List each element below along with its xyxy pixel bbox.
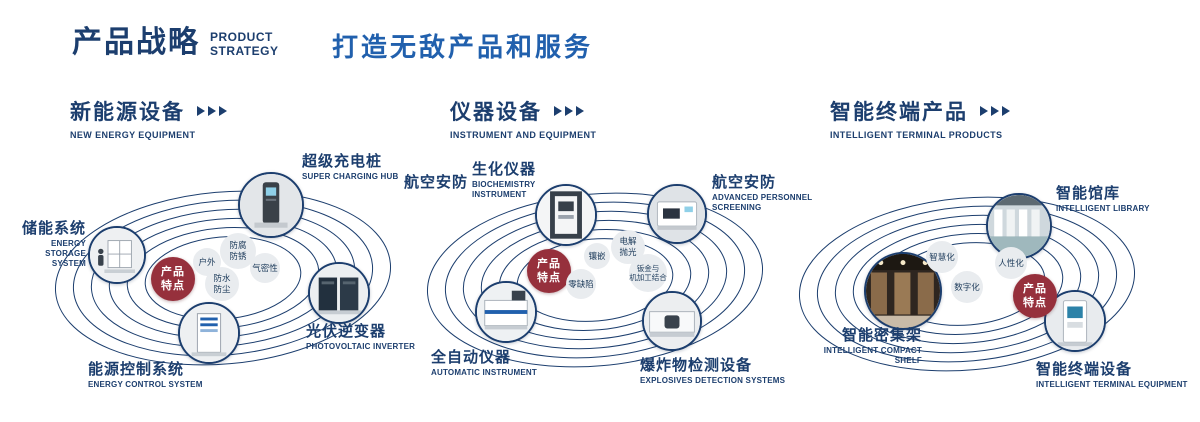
product-name-en: INTELLIGENT COMPACT: [823, 345, 922, 355]
tagline: 打造无敌产品和服务: [332, 32, 594, 62]
explosives-detection-photo: [644, 293, 700, 349]
product-name-en: ENERGY CONTROL SYSTEM: [88, 379, 203, 389]
product-features-badge: 产品 特点: [151, 257, 195, 301]
product-label-explosives-detection: 爆炸物检测设备 EXPLOSIVES DETECTION SYSTEMS: [640, 356, 785, 386]
product-name: 爆炸物检测设备: [640, 357, 753, 374]
product-name: 光伏逆变器: [306, 323, 387, 340]
intelligent-library-photo: [988, 195, 1050, 257]
page-subtitle: PRODUCT STRATEGY: [210, 30, 279, 59]
section-title: 仪器设备: [450, 101, 542, 124]
feature-bubble-zero-defect: 零缺陷: [566, 269, 596, 299]
product-name: 智能终端设备: [1036, 361, 1133, 378]
page-subtitle-line2: STRATEGY: [210, 43, 279, 58]
section-title: 智能终端产品: [830, 101, 968, 124]
product-name: 航空安防: [712, 174, 777, 191]
automatic-instrument-photo: [477, 283, 535, 341]
product-label-energy-control-system: 能源控制系统 ENERGY CONTROL SYSTEM: [88, 360, 203, 390]
product-label-intelligent-compact-shelf: 智能密集架 INTELLIGENT COMPACT SHELF: [820, 326, 922, 366]
biochemistry-instrument-circle: [535, 184, 597, 246]
product-name-en: PHOTOVOLTAIC INVERTER: [306, 341, 416, 351]
feature-bubble-intelligent: 智慧化: [926, 241, 958, 273]
energy-control-system-photo: [180, 304, 238, 362]
section-subtitle: INTELLIGENT TERMINAL PRODUCTS: [830, 130, 1003, 140]
product-name: 全自动仪器: [431, 349, 512, 366]
photovoltaic-inverter-photo: [310, 264, 368, 322]
page-title: 产品战略: [72, 26, 200, 59]
product-features-badge: 产品 特点: [527, 249, 571, 293]
super-charging-hub-photo: [240, 174, 302, 236]
product-name: 航空安防: [404, 174, 469, 191]
product-name-en: INSTRUMENT: [472, 189, 527, 199]
product-name-en: SUPER CHARGING HUB: [302, 171, 399, 181]
section-subtitle: NEW ENERGY EQUIPMENT: [70, 130, 196, 140]
automatic-instrument-circle: [475, 281, 537, 343]
product-name: 智能馆库: [1056, 185, 1121, 202]
intelligent-compact-shelf-photo: [866, 254, 940, 328]
energy-control-system-circle: [178, 302, 240, 364]
product-name-en: INTELLIGENT LIBRARY: [1056, 203, 1150, 213]
energy-storage-photo: [90, 228, 144, 282]
super-charging-hub-circle: [238, 172, 304, 238]
section-head-new-energy: 新能源设备 NEW ENERGY EQUIPMENT: [70, 96, 227, 140]
product-name: 能源控制系统: [88, 361, 185, 378]
product-name-en: SCREENING: [712, 202, 762, 212]
product-name-en: AUTOMATIC INSTRUMENT: [431, 367, 537, 377]
product-name-en: SYSTEM: [51, 259, 86, 269]
feature-bubble-sheetmetal-machining: 钣金与 机加工结合: [629, 254, 667, 292]
photovoltaic-inverter-circle: [308, 262, 370, 324]
triple-arrow-icon: [197, 106, 227, 116]
personnel-screening-circle: [647, 184, 707, 244]
triple-arrow-icon: [554, 106, 584, 116]
feature-bubble-waterproof: 防水 防尘: [205, 267, 239, 301]
product-name-en: ADVANCED PERSONNEL: [712, 192, 813, 202]
product-name-en: SHELF: [894, 355, 922, 365]
explosives-detection-circle: [642, 291, 702, 351]
product-label-intelligent-library: 智能馆库 INTELLIGENT LIBRARY: [1056, 184, 1150, 214]
biochemistry-instrument-photo: [537, 186, 595, 244]
personnel-screening-photo: [649, 186, 705, 242]
energy-storage-circle: [88, 226, 146, 284]
product-name: 超级充电桩: [302, 153, 383, 170]
product-label-biochemistry-instrument: 生化仪器 BIOCHEMISTRY INSTRUMENT: [472, 160, 536, 200]
feature-bubble-humanized: 人性化: [995, 247, 1027, 279]
product-label-automatic-instrument: 全自动仪器 AUTOMATIC INSTRUMENT: [431, 348, 537, 378]
page-subtitle-line1: PRODUCT: [210, 30, 273, 44]
product-label-super-charging-hub: 超级充电桩 SUPER CHARGING HUB: [302, 152, 399, 182]
feature-bubble-digital: 数字化: [951, 271, 983, 303]
product-name: 储能系统: [21, 220, 86, 237]
product-label-photovoltaic-inverter: 光伏逆变器 PHOTOVOLTAIC INVERTER: [306, 322, 415, 352]
section-subtitle: INSTRUMENT AND EQUIPMENT: [450, 130, 597, 140]
section-title: 新能源设备: [70, 101, 185, 124]
product-name: 智能密集架: [841, 327, 922, 344]
feature-bubble-inlay: 镶嵌: [584, 243, 610, 269]
product-label-intelligent-terminal: 智能终端设备 INTELLIGENT TERMINAL EQUIPMENT: [1036, 360, 1188, 390]
section-head-instrument: 仪器设备 INSTRUMENT AND EQUIPMENT: [450, 96, 596, 140]
product-name-en: BIOCHEMISTRY: [472, 179, 536, 189]
feature-bubble-anticorrosion: 防腐 防锈: [220, 233, 256, 269]
product-label-aviation-security-left: 航空安防: [404, 173, 468, 193]
section-head-intelligent-terminal: 智能终端产品 INTELLIGENT TERMINAL PRODUCTS: [830, 96, 1010, 140]
intelligent-library-circle: [986, 193, 1052, 259]
product-name-en: EXPLOSIVES DETECTION SYSTEMS: [640, 375, 786, 385]
product-features-badge: 产品 特点: [1013, 274, 1057, 318]
triple-arrow-icon: [980, 106, 1010, 116]
product-label-energy-storage: 储能系统 ENERGY STORAGE SYSTEM: [10, 219, 86, 270]
product-name: 生化仪器: [472, 161, 537, 178]
product-name-en: INTELLIGENT TERMINAL EQUIPMENT: [1036, 379, 1188, 389]
product-name-en: ENERGY STORAGE: [45, 238, 86, 258]
header: 产品战略 PRODUCT STRATEGY: [72, 28, 278, 59]
product-label-personnel-screening: 航空安防 ADVANCED PERSONNEL SCREENING: [712, 173, 812, 213]
feature-bubble-airtightness: 气密性: [250, 253, 280, 283]
